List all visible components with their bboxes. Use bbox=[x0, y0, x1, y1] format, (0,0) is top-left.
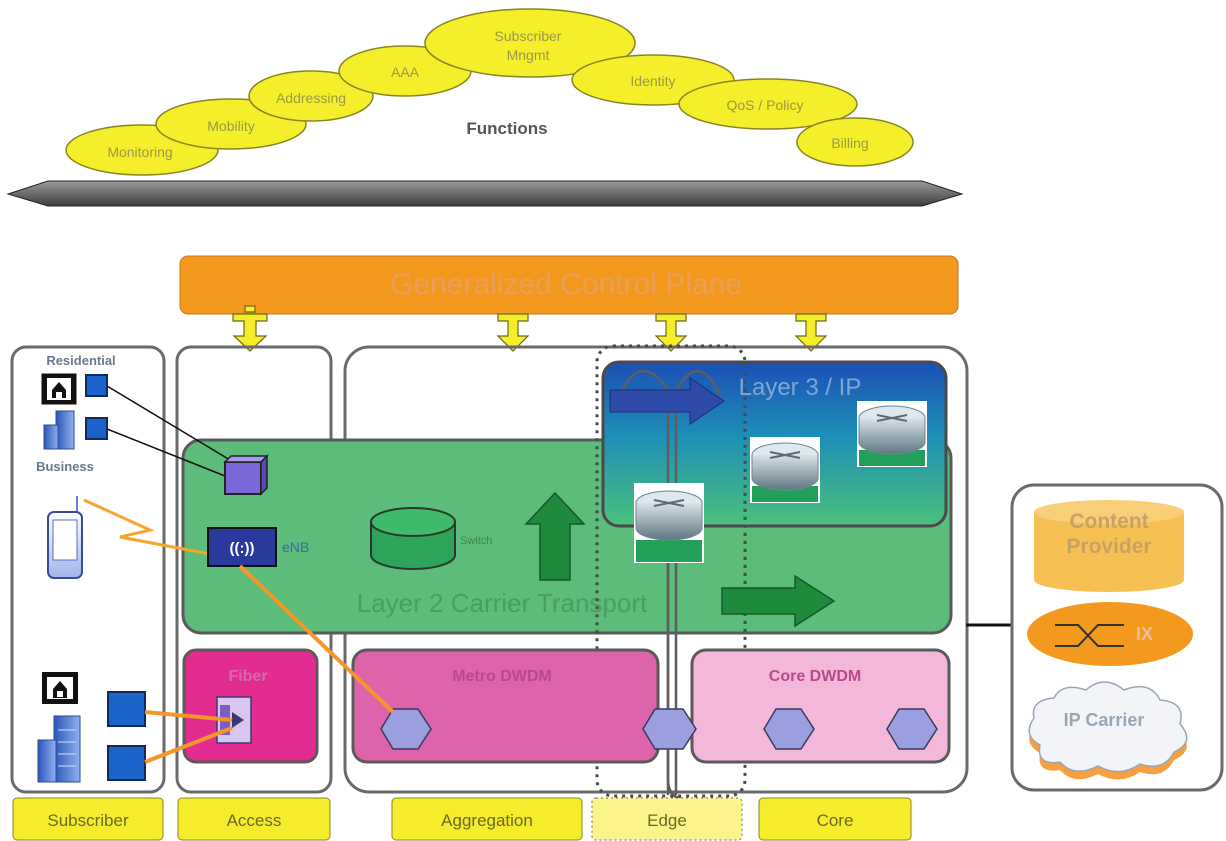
building-icon-large bbox=[37, 715, 81, 783]
house-icon bbox=[41, 373, 77, 405]
edge-boundary bbox=[595, 344, 747, 798]
switch-label: Switch bbox=[460, 535, 492, 547]
layer3-blue-arrow bbox=[609, 377, 725, 425]
layer2-transport-label: Layer 2 Carrier Transport bbox=[357, 588, 648, 618]
layer3-ip-label: Layer 3 / IP bbox=[739, 374, 862, 401]
function-bubble-subscriber-mngmt bbox=[424, 8, 636, 78]
dwdm-nodes bbox=[380, 708, 938, 750]
control-arrow-aggregation bbox=[496, 313, 530, 352]
function-label-addressing: Addressing bbox=[276, 90, 346, 106]
segment-label-edge: Edge bbox=[647, 811, 687, 830]
enb-fiber-link bbox=[238, 564, 395, 714]
segment-tab-access bbox=[177, 797, 331, 841]
mobile-phone-icon bbox=[47, 496, 83, 579]
content-provider-cylinder bbox=[1034, 500, 1184, 592]
segment-tab-subscriber bbox=[12, 797, 164, 841]
content-provider-label-2: Provider bbox=[1066, 535, 1151, 558]
edge-node-hexagon bbox=[642, 708, 697, 750]
segment-label-aggregation: Aggregation bbox=[441, 811, 533, 830]
copper-lines bbox=[106, 385, 236, 477]
segment-label-subscriber: Subscriber bbox=[47, 811, 129, 830]
metro-node-hexagon bbox=[380, 708, 432, 750]
function-label-aaa: AAA bbox=[391, 64, 420, 80]
core-dwdm-label: Core DWDM bbox=[769, 668, 861, 685]
function-label-mngmt: Mngmt bbox=[507, 47, 550, 63]
segment-label-core: Core bbox=[817, 811, 854, 830]
function-label-subscriber: Subscriber bbox=[495, 28, 562, 44]
function-bubble-qos-policy bbox=[678, 78, 858, 130]
router-core-1 bbox=[750, 437, 820, 503]
function-bubble-billing bbox=[796, 117, 914, 167]
core-node-hexagon-2 bbox=[886, 708, 938, 750]
segment-labels: Subscriber Access Aggregation Edge Core bbox=[12, 797, 912, 841]
green-up-arrow bbox=[524, 491, 586, 581]
ix-label: IX bbox=[1136, 624, 1153, 644]
residential-label: Residential bbox=[46, 353, 115, 368]
access-cube-icon bbox=[223, 454, 269, 496]
function-label-monitoring: Monitoring bbox=[107, 144, 172, 160]
ip-carrier-label: IP Carrier bbox=[1064, 710, 1145, 730]
control-arrow-access bbox=[232, 305, 268, 352]
business-cpe-icon bbox=[85, 417, 108, 440]
residential-cpe-icon bbox=[85, 374, 108, 397]
switch-cylinder bbox=[370, 507, 456, 570]
metro-dwdm-label: Metro DWDM bbox=[452, 668, 552, 685]
fiber-label: Fiber bbox=[228, 668, 267, 685]
ix-ellipse bbox=[1027, 602, 1193, 666]
enb-radio-icon: ((:)) bbox=[207, 527, 277, 567]
control-arrow-core bbox=[794, 313, 828, 352]
function-label-identity: Identity bbox=[630, 73, 675, 89]
router-edge bbox=[634, 483, 704, 563]
business-label: Business bbox=[36, 459, 94, 474]
control-plane-arrows bbox=[232, 305, 828, 352]
subscriber-frame bbox=[10, 345, 166, 794]
segment-tab-aggregation bbox=[391, 797, 583, 841]
enb-label: eNB bbox=[282, 539, 309, 555]
green-right-arrow bbox=[721, 574, 836, 628]
fiber-drop-lines bbox=[144, 710, 233, 764]
ip-carrier-cloud bbox=[1028, 681, 1188, 780]
function-label-mobility: Mobility bbox=[207, 118, 254, 134]
functions-title: Functions bbox=[466, 119, 547, 138]
building-icon-small bbox=[43, 410, 75, 450]
segment-label-access: Access bbox=[227, 811, 282, 830]
function-label-billing: Billing bbox=[831, 135, 868, 151]
control-plane-label: Generalized Control Plane bbox=[390, 268, 742, 301]
metro-dwdm-area bbox=[351, 648, 660, 764]
function-label-qos-policy: QoS / Policy bbox=[726, 97, 803, 113]
content-provider-label-1: Content bbox=[1069, 510, 1148, 533]
house-icon-bottom bbox=[42, 672, 78, 704]
core-node-hexagon-1 bbox=[763, 708, 815, 750]
function-bubble-addressing bbox=[248, 70, 374, 122]
ix-crossover-icon bbox=[1055, 624, 1124, 647]
segment-tab-edge bbox=[591, 797, 743, 841]
router-core-2 bbox=[857, 401, 927, 467]
wireless-link bbox=[83, 498, 211, 556]
core-dwdm-area bbox=[690, 648, 951, 764]
segment-tab-core bbox=[758, 797, 912, 841]
enb-radio-glyph: ((:)) bbox=[230, 540, 255, 557]
residential-ont-cube bbox=[107, 691, 146, 727]
functions-cloud: Monitoring Mobility Addressing AAA Subsc… bbox=[65, 8, 914, 176]
functions-span-bar bbox=[6, 180, 964, 207]
control-arrow-edge bbox=[654, 313, 688, 352]
business-ont-cube bbox=[107, 745, 146, 781]
control-plane-bar bbox=[179, 255, 959, 315]
